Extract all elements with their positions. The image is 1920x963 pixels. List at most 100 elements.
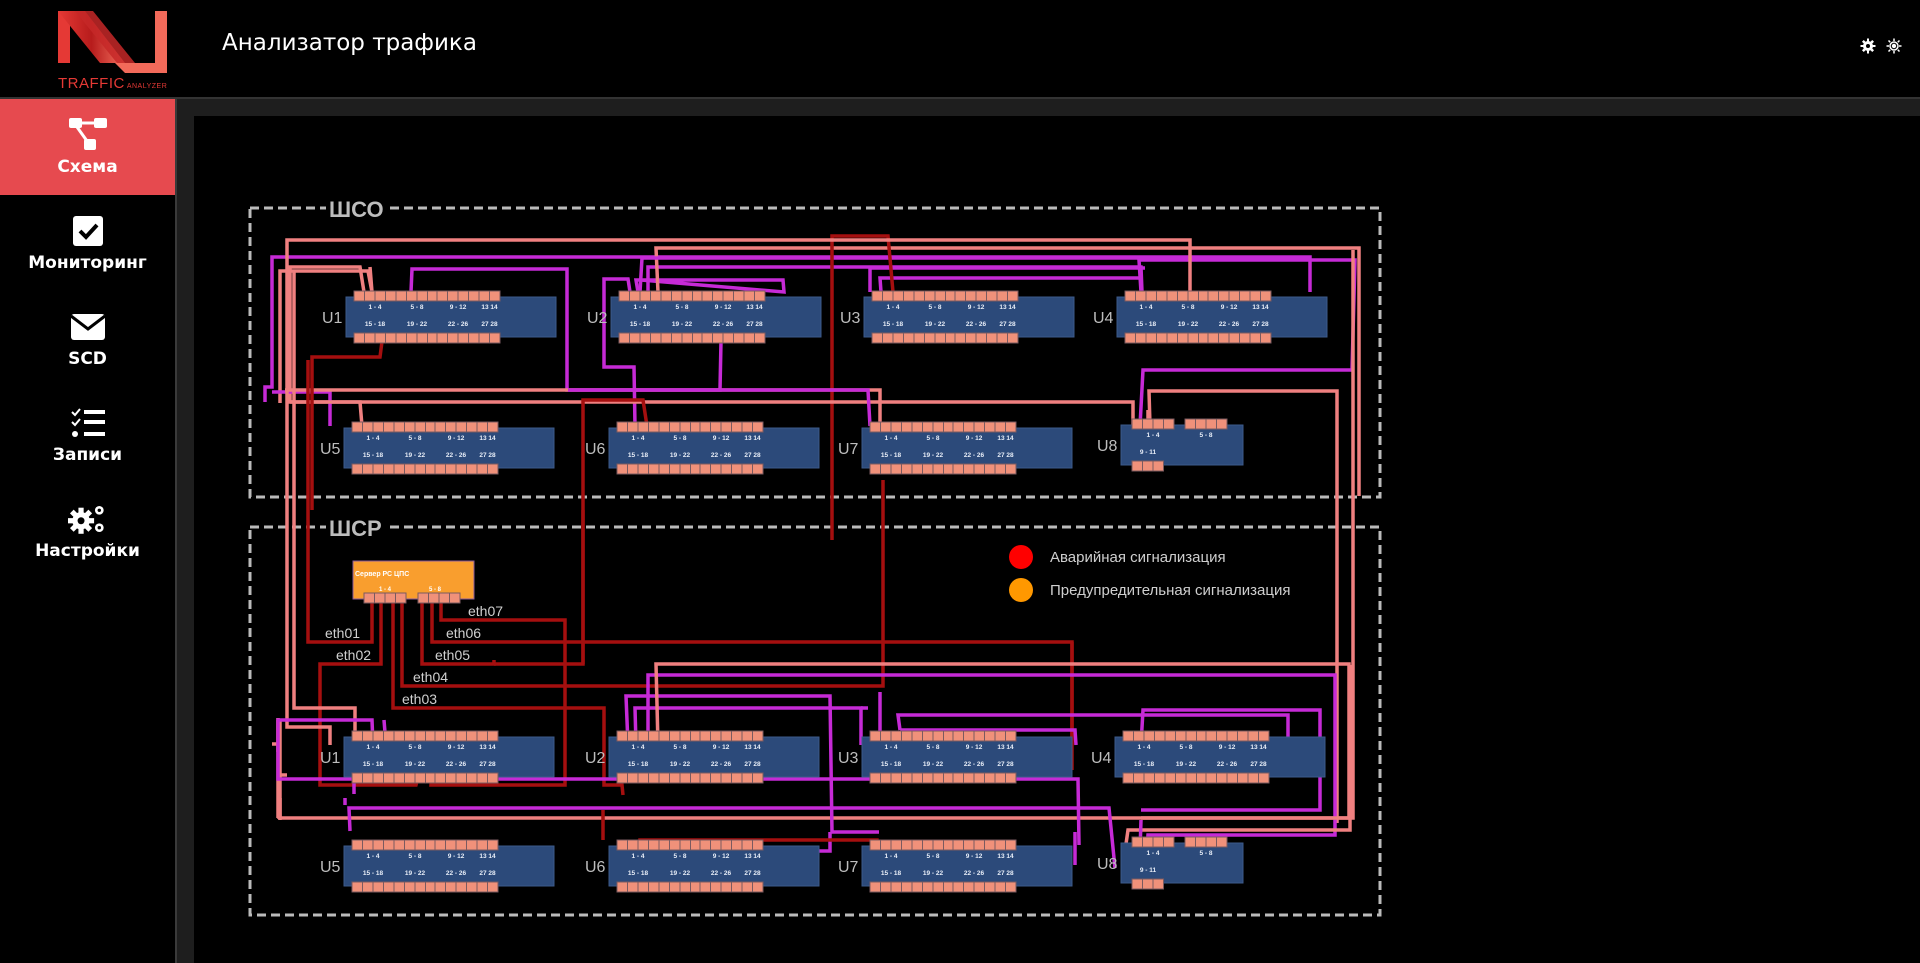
- port[interactable]: [994, 772, 1006, 784]
- port[interactable]: [1007, 290, 1019, 302]
- port[interactable]: [1239, 332, 1251, 344]
- port[interactable]: [890, 730, 902, 742]
- port[interactable]: [699, 730, 711, 742]
- port[interactable]: [911, 730, 923, 742]
- gear-icon[interactable]: [1860, 38, 1876, 54]
- port[interactable]: [1260, 290, 1272, 302]
- port[interactable]: [869, 772, 881, 784]
- port[interactable]: [1196, 772, 1208, 784]
- port[interactable]: [445, 881, 457, 893]
- port[interactable]: [362, 772, 374, 784]
- port[interactable]: [1226, 730, 1238, 742]
- port[interactable]: [372, 772, 384, 784]
- port[interactable]: [973, 421, 985, 433]
- port[interactable]: [975, 332, 987, 344]
- port[interactable]: [984, 881, 996, 893]
- port[interactable]: [975, 290, 987, 302]
- port[interactable]: [752, 730, 764, 742]
- port[interactable]: [690, 839, 702, 851]
- port[interactable]: [1156, 290, 1168, 302]
- port[interactable]: [963, 730, 975, 742]
- port[interactable]: [1218, 332, 1230, 344]
- port[interactable]: [880, 463, 892, 475]
- port[interactable]: [1131, 878, 1143, 890]
- port[interactable]: [681, 290, 693, 302]
- port[interactable]: [932, 421, 944, 433]
- port[interactable]: [743, 290, 755, 302]
- port[interactable]: [648, 730, 660, 742]
- port[interactable]: [351, 730, 363, 742]
- port[interactable]: [731, 772, 743, 784]
- port[interactable]: [890, 839, 902, 851]
- port[interactable]: [1198, 332, 1210, 344]
- port[interactable]: [890, 881, 902, 893]
- port[interactable]: [743, 332, 755, 344]
- port[interactable]: [457, 332, 469, 344]
- port[interactable]: [699, 463, 711, 475]
- port[interactable]: [1142, 460, 1154, 472]
- port[interactable]: [973, 839, 985, 851]
- port[interactable]: [1247, 772, 1259, 784]
- port[interactable]: [669, 730, 681, 742]
- port[interactable]: [1185, 730, 1197, 742]
- port[interactable]: [945, 332, 957, 344]
- port[interactable]: [466, 730, 478, 742]
- port[interactable]: [374, 332, 386, 344]
- port[interactable]: [436, 332, 448, 344]
- port[interactable]: [658, 881, 670, 893]
- port[interactable]: [690, 463, 702, 475]
- port[interactable]: [1239, 290, 1251, 302]
- port[interactable]: [712, 290, 724, 302]
- port[interactable]: [1154, 730, 1166, 742]
- port[interactable]: [629, 290, 641, 302]
- port[interactable]: [952, 421, 964, 433]
- port[interactable]: [351, 463, 363, 475]
- port[interactable]: [901, 881, 913, 893]
- port[interactable]: [478, 290, 490, 302]
- port[interactable]: [701, 332, 713, 344]
- port[interactable]: [669, 421, 681, 433]
- port[interactable]: [476, 421, 488, 433]
- port[interactable]: [414, 463, 426, 475]
- port[interactable]: [393, 839, 405, 851]
- port[interactable]: [404, 421, 416, 433]
- port[interactable]: [466, 772, 478, 784]
- port[interactable]: [1228, 332, 1240, 344]
- port[interactable]: [406, 332, 418, 344]
- port[interactable]: [679, 881, 691, 893]
- port[interactable]: [690, 730, 702, 742]
- port[interactable]: [882, 290, 894, 302]
- port[interactable]: [1152, 460, 1164, 472]
- port[interactable]: [671, 290, 683, 302]
- port[interactable]: [669, 463, 681, 475]
- port[interactable]: [1163, 418, 1175, 430]
- port[interactable]: [658, 772, 670, 784]
- port[interactable]: [417, 592, 429, 604]
- port[interactable]: [616, 421, 628, 433]
- port[interactable]: [1260, 332, 1272, 344]
- port[interactable]: [1005, 421, 1017, 433]
- port[interactable]: [1218, 290, 1230, 302]
- port[interactable]: [869, 421, 881, 433]
- port[interactable]: [692, 290, 704, 302]
- port[interactable]: [414, 839, 426, 851]
- port[interactable]: [754, 290, 766, 302]
- port[interactable]: [445, 730, 457, 742]
- port[interactable]: [618, 332, 630, 344]
- port[interactable]: [449, 592, 461, 604]
- port[interactable]: [890, 463, 902, 475]
- port[interactable]: [395, 290, 407, 302]
- port[interactable]: [1124, 290, 1136, 302]
- port[interactable]: [871, 332, 883, 344]
- port[interactable]: [731, 881, 743, 893]
- port[interactable]: [637, 881, 649, 893]
- port[interactable]: [637, 772, 649, 784]
- port[interactable]: [901, 421, 913, 433]
- port[interactable]: [404, 730, 416, 742]
- port[interactable]: [637, 730, 649, 742]
